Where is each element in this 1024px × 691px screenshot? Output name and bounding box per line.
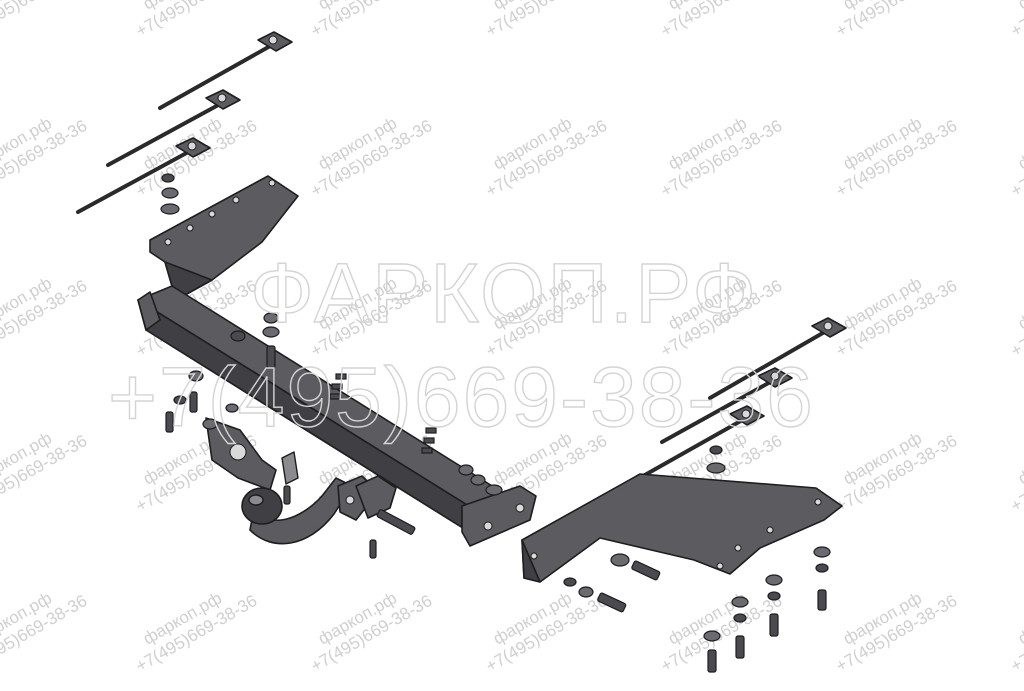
watermark-tile: фаркоп.рф+7(495)669-38-36 [0, 273, 90, 360]
watermark-tile: фаркоп.рф+7(495)669-38-36 [133, 0, 261, 41]
watermark-tile: фаркоп.рф+7(495)669-38-36 [1008, 428, 1024, 515]
watermark-large-phone: +7(495)669-38-36 [108, 350, 815, 444]
right-bracket [521, 473, 843, 583]
main-cross-beam [137, 285, 537, 547]
watermark-tile: фаркоп.рф+7(495)669-38-36 [833, 113, 961, 200]
watermark-site: фаркоп.рф [1015, 113, 1024, 173]
watermark-large-site: ФАРКОП.РФ [250, 246, 758, 340]
watermark-tile: фаркоп.рф+7(495)669-38-36 [483, 0, 611, 41]
towbar-assembly [76, 31, 847, 673]
watermark-site: фаркоп.рф [1015, 273, 1024, 333]
watermark-tile: фаркоп.рф+7(495)669-38-36 [658, 113, 786, 200]
watermark-tile: фаркоп.рф+7(495)669-38-36 [833, 588, 961, 675]
watermark-tile: фаркоп.рф+7(495)669-38-36 [833, 0, 961, 41]
watermark-tile: фаркоп.рф+7(495)669-38-36 [658, 0, 786, 41]
watermark-tile: фаркоп.рф+7(495)669-38-36 [0, 428, 90, 515]
watermark-tile: фаркоп.рф+7(495)669-38-36 [1008, 588, 1024, 675]
watermark-tile: фаркоп.рф+7(495)669-38-36 [833, 273, 961, 360]
watermark-large: ФАРКОП.РФ +7(495)669-38-36 [107, 245, 815, 444]
tow-ball [241, 475, 397, 545]
fastener-group-right [563, 546, 831, 673]
watermark-tile: фаркоп.рф+7(495)669-38-36 [0, 0, 90, 41]
watermark-tile: фаркоп.рф+7(495)669-38-36 [1008, 0, 1024, 41]
watermark-site: фаркоп.рф [1015, 588, 1024, 648]
watermark-tile: фаркоп.рф+7(495)669-38-36 [483, 113, 611, 200]
watermark-tile: фаркоп.рф+7(495)669-38-36 [1008, 113, 1024, 200]
watermark-tile: фаркоп.рф+7(495)669-38-36 [133, 588, 261, 675]
watermark-phone: +7(495)669-38-36 [0, 0, 90, 41]
watermark-tile: фаркоп.рф+7(495)669-38-36 [833, 428, 961, 515]
mounting-strap-set-left [76, 31, 293, 215]
mounting-strap-set-right [634, 317, 847, 482]
watermark-tile: фаркоп.рф+7(495)669-38-36 [1008, 273, 1024, 360]
fastener-group-left [165, 312, 503, 559]
watermark-site: фаркоп.рф [1015, 428, 1024, 488]
ball-mount-plate [205, 417, 299, 491]
watermark-tile: фаркоп.рф+7(495)669-38-36 [0, 113, 90, 200]
watermark-tile: фаркоп.рф+7(495)669-38-36 [308, 113, 436, 200]
watermark-tile: фаркоп.рф+7(495)669-38-36 [308, 588, 436, 675]
watermark-tile: фаркоп.рф+7(495)669-38-36 [308, 0, 436, 41]
watermark-site: фаркоп.рф [1015, 0, 1024, 13]
left-bracket [149, 175, 299, 301]
watermark-tile: фаркоп.рф+7(495)669-38-36 [0, 588, 90, 675]
